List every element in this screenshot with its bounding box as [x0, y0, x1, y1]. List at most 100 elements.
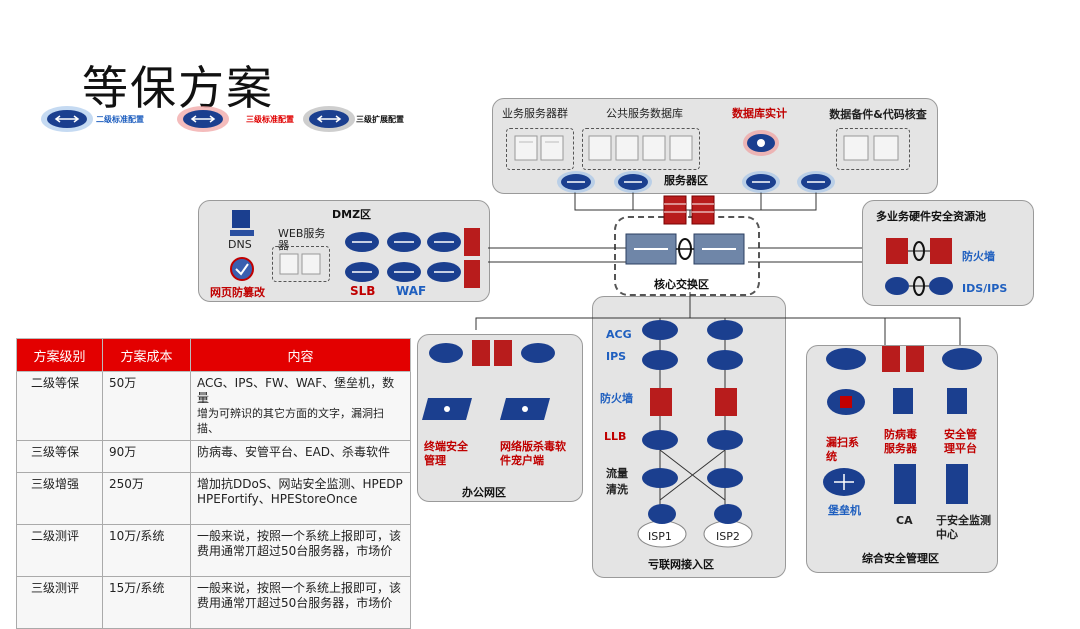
database-server-icon: [588, 135, 693, 161]
dmz-device-chain: [345, 228, 480, 288]
table-row: 三级增强 250万 增加抗DDoS、网站安全监测、HPEDP HPEFortif…: [16, 472, 411, 525]
db-audit-label: 数据库实计: [732, 107, 787, 120]
ips-label: IPS: [606, 350, 627, 363]
cost-cell: 90万: [102, 440, 191, 473]
legend-level3-standard: 三级标准配置: [246, 115, 294, 124]
level-cell: 二级测评: [16, 524, 103, 577]
db-audit-icon: [743, 130, 779, 156]
public-db-label: 公共服务数据库: [606, 107, 683, 120]
legend-level3-extended: 三级扩展配置: [356, 115, 404, 124]
server-icon: [514, 135, 564, 161]
secmgmt-device-chain: [826, 346, 982, 372]
core-switch-icon: [625, 233, 745, 265]
bastion-host-label: 堡垒机: [828, 504, 861, 517]
switch-icon: [557, 171, 595, 193]
content-line: 一般来说，按照一个系统上报即可，该: [197, 581, 402, 595]
col-header-level: 方案级别: [16, 338, 103, 372]
cost-cell: 10万/系统: [102, 524, 191, 577]
antivirus-client-label: 网络版杀毒软件宠户端: [500, 440, 566, 467]
isp-cloud-icons: [637, 504, 753, 548]
vuln-scan-icon: [827, 389, 865, 415]
level-cell: 三级测评: [16, 576, 103, 629]
table-row: 二级等保 50万 ACG、IPS、FW、WAF、堡垒机，数量 增为可辨识的其它方…: [16, 371, 411, 441]
firewall-icon: [663, 195, 715, 225]
content-cell: 增加抗DDoS、网站安全监测、HPEDP HPEFortify、HPEStore…: [190, 472, 411, 525]
content-line: ACG、IPS、FW、WAF、堡垒机，数量: [197, 376, 395, 405]
switch-icon: [797, 171, 835, 193]
table-row: 三级等保 90万 防病毒、安管平台、EAD、杀毒软件: [16, 440, 411, 473]
dns-label: DNS: [228, 238, 252, 251]
content-cell: 防病毒、安管平台、EAD、杀毒软件: [190, 440, 411, 473]
content-cell: 一般来说，按照一个系统上报即可，该 费用通常丌超过50台服务器，市场价: [190, 576, 411, 629]
level-cell: 二级等保: [16, 371, 103, 441]
app-server-group: [506, 128, 574, 170]
firewall-label: 防火墙: [600, 392, 633, 405]
monitoring-center-icon: [946, 464, 968, 504]
level-cell: 三级增强: [16, 472, 103, 525]
security-platform-label: 安全管理平台: [944, 428, 977, 455]
backup-group: [836, 128, 910, 170]
cost-cell: 15万/系统: [102, 576, 191, 629]
slb-label: SLB: [350, 284, 376, 298]
isp2-label: ISP2: [716, 530, 740, 543]
switch-icon: [742, 171, 780, 193]
tamper-protection-icon: [230, 257, 254, 281]
internet-zone-title: 亏联网接入区: [648, 558, 714, 571]
content-line: 一般来说，按照一个系统上报即可，该: [197, 529, 402, 543]
col-header-content: 内容: [190, 338, 411, 372]
switch-icon: [614, 171, 652, 193]
table-row: 二级测评 10万/系统 一般来说，按照一个系统上报即可，该 费用通常丌超过50台…: [16, 524, 411, 577]
backup-label: 数据备件&代码核查: [829, 108, 927, 121]
core-zone-title: 核心交换区: [654, 278, 709, 291]
internet-access-zone: [592, 296, 786, 578]
internet-device-chain: [642, 320, 743, 488]
web-server-icon: [279, 253, 321, 275]
security-mgmt-zone: [806, 345, 998, 573]
security-platform-icon: [947, 388, 967, 414]
office-zone-title: 办公网区: [462, 486, 506, 499]
plan-table: 方案级别 方案成本 内容 二级等保 50万 ACG、IPS、FW、WAF、堡垒机…: [16, 338, 411, 629]
content-line: 费用通常丌超过50台服务器，市场价: [197, 544, 393, 558]
web-server-group: [272, 246, 330, 282]
switch-icon: [177, 106, 229, 132]
antivirus-client-icon: [500, 398, 550, 420]
legend-level2-standard: 二级标准配置: [96, 115, 144, 124]
col-header-cost: 方案成本: [102, 338, 191, 372]
monitoring-center-label: 于安全监测中心: [936, 514, 991, 541]
terminal-security-icon: [422, 398, 472, 420]
tamper-protection-label: 网页防篡改: [210, 286, 265, 299]
page-title: 等保方案: [82, 61, 274, 115]
av-server-label: 防病毒服务器: [884, 428, 917, 455]
content-line: 增为可辨识的其它方面的文字，漏洞扫描、: [197, 407, 384, 435]
legend: 二级标准配置 三级标准配置 三级扩展配置: [40, 104, 420, 138]
core-zone: [614, 216, 760, 296]
cost-cell: 50万: [102, 371, 191, 441]
dmz-zone-title: DMZ区: [332, 208, 372, 221]
content-line: 防病毒、安管平台、EAD、杀毒软件: [197, 445, 391, 459]
content-line: HPEFortify、HPEStoreOnce: [197, 492, 358, 506]
vuln-scan-label: 漏扫系统: [826, 436, 859, 463]
server-zone-title: 服务器区: [664, 174, 708, 187]
backup-server-icon: [843, 135, 899, 161]
ca-server-icon: [894, 464, 916, 504]
llb-label: LLB: [604, 430, 627, 443]
waf-label: WAF: [396, 284, 427, 298]
app-servers-label: 业务服务器群: [502, 107, 568, 120]
pool-device-group: [885, 238, 953, 296]
dns-server-icon: [230, 210, 254, 236]
ca-label: CA: [896, 514, 913, 527]
public-db-group: [582, 128, 700, 170]
bastion-host-icon: [823, 468, 865, 496]
switch-icon: [303, 106, 355, 132]
content-line: 增加抗DDoS、网站安全监测、HPEDP: [197, 477, 403, 491]
isp1-label: ISP1: [648, 530, 672, 543]
switch-icon: [41, 106, 93, 132]
flow-cleaning-label: 流量清洗: [606, 467, 628, 496]
content-line: 费用通常丌超过50台服务器，市场价: [197, 596, 393, 610]
table-header-row: 方案级别 方案成本 内容: [16, 338, 411, 372]
table-row: 三级测评 15万/系统 一般来说，按照一个系统上报即可，该 费用通常丌超过50台…: [16, 576, 411, 629]
resource-pool-title: 多业务硬件安全资源池: [876, 210, 986, 223]
pool-ids-label: IDS/IPS: [962, 282, 1008, 295]
content-cell: ACG、IPS、FW、WAF、堡垒机，数量 增为可辨识的其它方面的文字，漏洞扫描…: [190, 371, 411, 441]
pool-firewall-label: 防火墙: [962, 250, 995, 263]
